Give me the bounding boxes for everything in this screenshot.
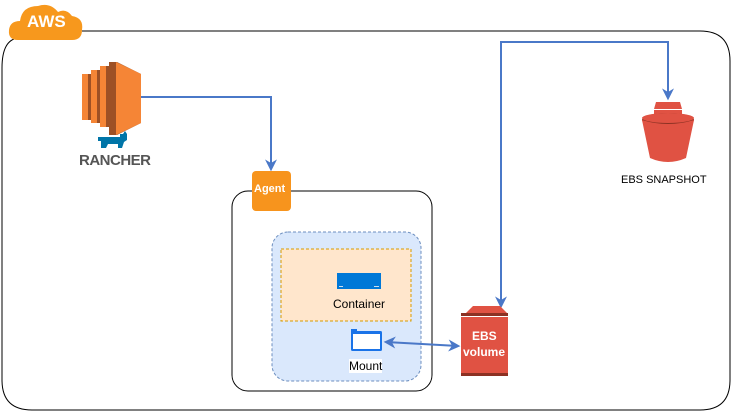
folder-icon xyxy=(351,329,382,351)
agent-label: Agent xyxy=(254,183,286,195)
container-label: Container xyxy=(333,297,386,311)
mount-ebs-arrow xyxy=(383,336,461,352)
aws-group-border xyxy=(1,30,731,411)
aws-label: AWS xyxy=(27,12,66,31)
ebs-volume-label-2: volume xyxy=(463,345,506,359)
ebs-to-snapshot-arrow xyxy=(495,41,674,309)
mount-label: Mount xyxy=(349,359,383,373)
rancher-label: RANCHER xyxy=(79,152,151,169)
container-icon xyxy=(337,273,381,289)
ebs-snapshot-label: EBS SNAPSHOT xyxy=(621,174,707,186)
container-box xyxy=(280,248,412,322)
ebs-volume-label-1: EBS xyxy=(472,329,497,343)
aws-cloud-icon xyxy=(8,4,83,40)
host-node-box xyxy=(231,190,433,392)
s3-bucket-icon xyxy=(642,102,694,162)
rancher-logo-icon xyxy=(98,131,127,148)
ebs-volume-icon xyxy=(461,306,508,376)
rancher-to-agent-arrow xyxy=(141,96,277,172)
agent-badge xyxy=(252,171,291,211)
ec2-instance-icon xyxy=(82,62,141,135)
